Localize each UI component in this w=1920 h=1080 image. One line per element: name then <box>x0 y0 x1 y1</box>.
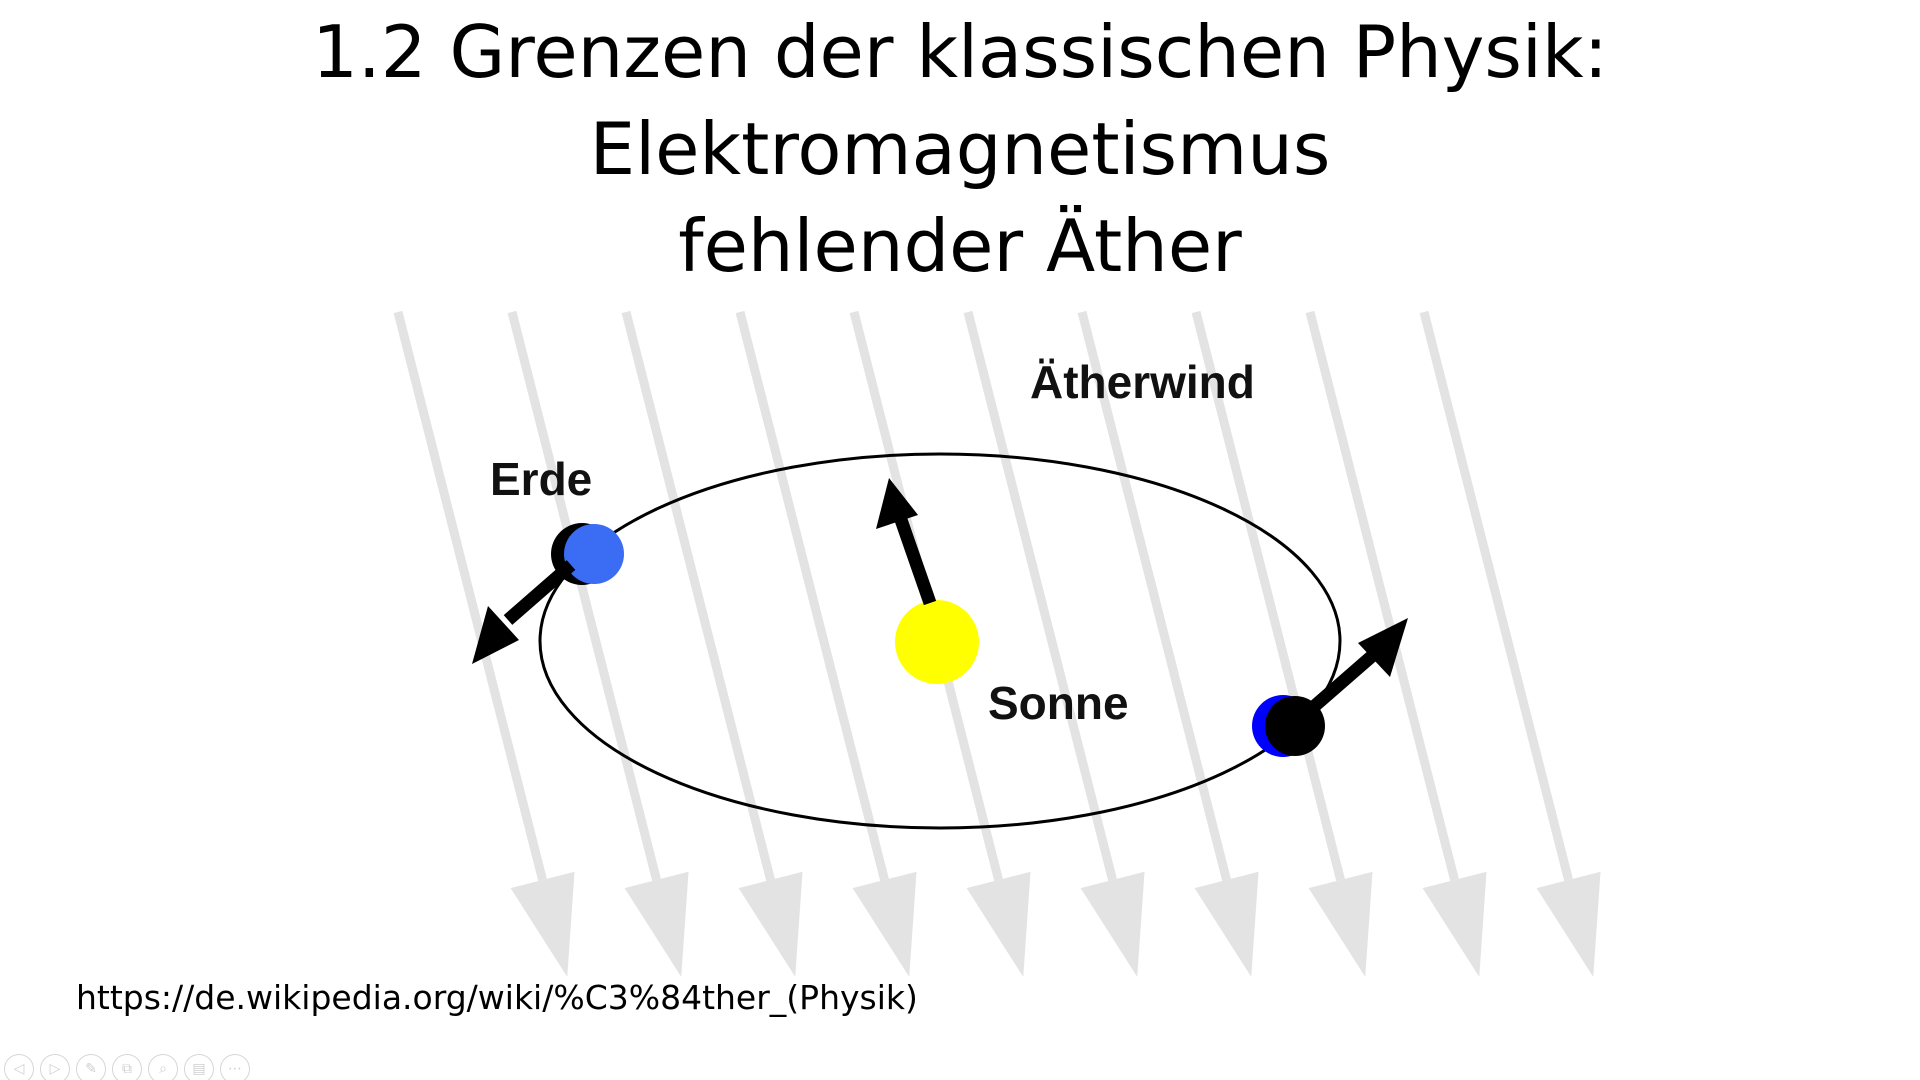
aether-wind-arrow-shaft <box>1419 310 1573 882</box>
aether-wind-arrow-head <box>1422 871 1487 977</box>
aether-wind-arrow-head <box>966 871 1031 977</box>
sun <box>895 600 979 684</box>
see-all-slides-button[interactable]: ⧉ <box>112 1054 142 1080</box>
arrow-right-icon: ▷ <box>49 1061 61 1077</box>
pen-button[interactable]: ✎ <box>76 1054 106 1080</box>
zoom-button[interactable]: ⌕ <box>148 1054 178 1080</box>
aether-wind-arrow-head <box>1080 871 1145 977</box>
sun-label: Sonne <box>988 677 1129 729</box>
aether-wind-arrow-head <box>738 871 803 977</box>
aether-wind-arrow-shaft <box>1191 310 1345 882</box>
aether-wind-arrow-shaft <box>1077 310 1231 882</box>
aether-wind-arrow-shaft <box>621 310 775 882</box>
slide-title-line-1: 1.2 Grenzen der klassischen Physik: <box>312 10 1608 94</box>
aether-wind-arrow-shaft <box>735 310 889 882</box>
subtitles-icon: ▤ <box>192 1061 206 1077</box>
slideshow-toolbar: ◁ ▷ ✎ ⧉ ⌕ ▤ ⋯ <box>4 1052 250 1080</box>
subtitles-button[interactable]: ▤ <box>184 1054 214 1080</box>
aether-wind-label: Ätherwind <box>1030 356 1255 408</box>
earth-orbit <box>538 452 1342 830</box>
aether-wind-arrow-head <box>1194 871 1259 977</box>
aether-wind-arrow-shaft <box>963 310 1117 882</box>
aether-wind-arrow-head <box>852 871 917 977</box>
slide-title: 1.2 Grenzen der klassischen Physik: Elek… <box>0 4 1920 295</box>
slides-grid-icon: ⧉ <box>122 1061 132 1077</box>
ellipsis-icon: ⋯ <box>228 1061 242 1077</box>
next-slide-button[interactable]: ▷ <box>40 1054 70 1080</box>
earth-label: Erde <box>490 453 592 505</box>
aether-wind-arrow-head <box>510 871 575 977</box>
slide-title-line-3: fehlender Äther <box>678 204 1242 288</box>
aether-wind-arrow-shaft <box>393 310 547 882</box>
previous-slide-button[interactable]: ◁ <box>4 1054 34 1080</box>
slide-title-line-2: Elektromagnetismus <box>589 107 1331 191</box>
aether-wind-arrow-head <box>624 871 689 977</box>
aether-wind-arrow-shaft <box>1305 310 1459 882</box>
source-url: https://de.wikipedia.org/wiki/%C3%84ther… <box>76 978 918 1017</box>
aether-wind-arrow-head <box>1308 871 1373 977</box>
pen-icon: ✎ <box>85 1061 97 1077</box>
aether-wind-arrow-head <box>1536 871 1601 977</box>
aether-wind-arrow-shaft <box>507 310 661 882</box>
arrow-left-icon: ◁ <box>13 1061 25 1077</box>
earth-left-motion-arrow <box>472 560 576 664</box>
aether-wind-arrows <box>393 310 1601 977</box>
sun-motion-arrow <box>876 478 937 606</box>
earth-right-motion-arrow <box>1297 618 1408 722</box>
magnifier-icon: ⌕ <box>159 1061 167 1077</box>
more-options-button[interactable]: ⋯ <box>220 1054 250 1080</box>
